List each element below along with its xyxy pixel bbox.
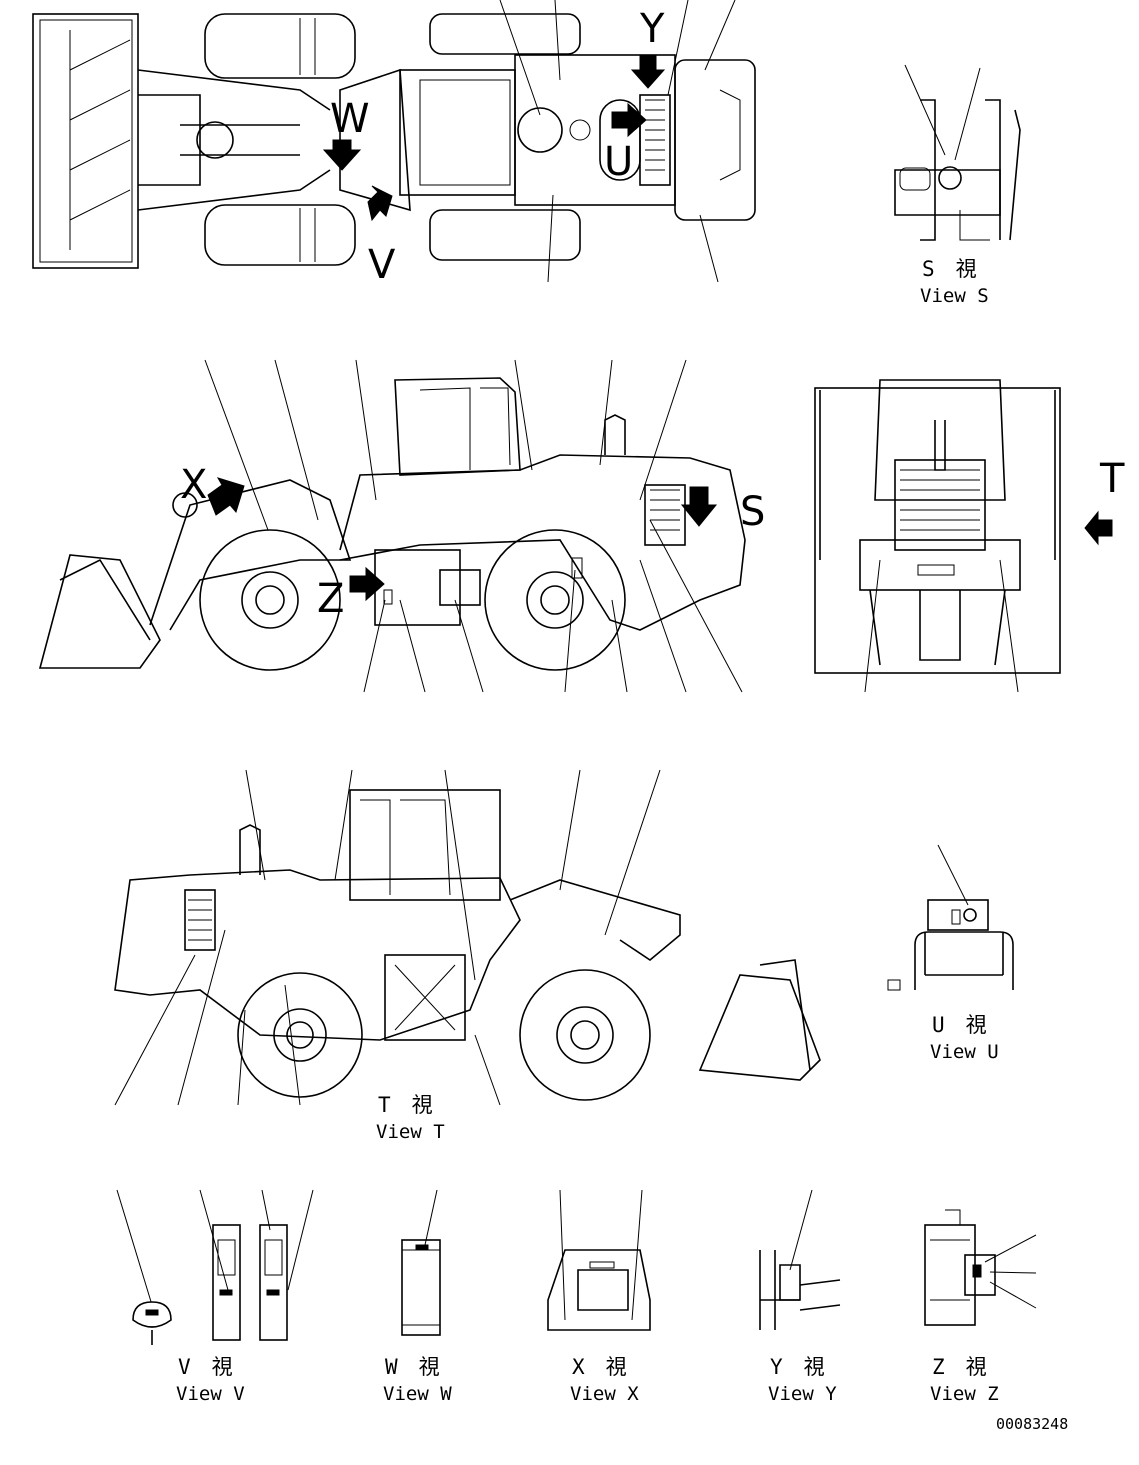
top-view-machine bbox=[32, 13, 756, 269]
view-u-circle bbox=[599, 99, 641, 181]
view-t-machine bbox=[114, 789, 821, 1101]
cab-side bbox=[394, 377, 521, 476]
view-z-detail bbox=[924, 1209, 1037, 1326]
letter-u: U bbox=[604, 139, 633, 185]
view-y-detail bbox=[759, 1189, 841, 1330]
rear-view-leader-lines bbox=[864, 559, 1019, 693]
view-t-front-tire bbox=[519, 969, 651, 1101]
view-v-detail bbox=[116, 1189, 314, 1345]
view-x-caption-jp: X 視 bbox=[572, 1355, 627, 1379]
view-t-caption-jp: T 視 bbox=[378, 1093, 433, 1117]
view-x-detail bbox=[547, 1189, 651, 1331]
view-w-caption-en: View W bbox=[383, 1383, 452, 1405]
rear-view-frame bbox=[814, 387, 1061, 674]
view-t-bucket bbox=[698, 974, 821, 1081]
arrow-y bbox=[630, 54, 666, 89]
arrow-z bbox=[349, 566, 385, 602]
view-z-caption-en: View Z bbox=[930, 1383, 999, 1405]
view-v-panel-1 bbox=[212, 1224, 241, 1341]
view-s-caption-jp: S 視 bbox=[922, 257, 977, 281]
bucket-side bbox=[38, 554, 161, 669]
arrow-w bbox=[322, 139, 362, 171]
letter-s: S bbox=[740, 489, 765, 535]
document-number: 00083248 bbox=[996, 1415, 1068, 1433]
view-w-detail bbox=[401, 1189, 441, 1336]
view-u-caption-en: View U bbox=[930, 1041, 999, 1063]
front-tire-side bbox=[199, 529, 341, 671]
view-y-caption-jp: Y 視 bbox=[770, 1355, 825, 1379]
side-view-arrows bbox=[207, 477, 718, 602]
view-t-caption-en: View T bbox=[376, 1121, 445, 1143]
arrow-v bbox=[367, 185, 393, 222]
top-view-leader-lines bbox=[499, 0, 736, 283]
view-w-panel bbox=[401, 1239, 441, 1336]
view-v-caption-en: View V bbox=[176, 1383, 245, 1405]
view-u-caption-jp: U 視 bbox=[932, 1013, 987, 1037]
view-v-panel-2 bbox=[259, 1224, 288, 1341]
side-view-leader-lines bbox=[204, 359, 743, 693]
arrow-x bbox=[207, 477, 245, 516]
view-v-caption-jp: V 視 bbox=[178, 1355, 233, 1379]
top-view-arrows bbox=[322, 54, 666, 222]
view-z-caption-jp: Z 視 bbox=[932, 1355, 987, 1379]
view-u-detail bbox=[887, 844, 1014, 991]
top-view-letters: W V Y U bbox=[330, 6, 665, 288]
view-s-detail bbox=[894, 64, 1021, 241]
view-s-caption-en: View S bbox=[920, 285, 989, 307]
view-t-rear-tire bbox=[237, 972, 363, 1098]
view-w-caption-jp: W 視 bbox=[385, 1355, 440, 1379]
letter-w: W bbox=[330, 96, 370, 142]
letter-y: Y bbox=[639, 6, 665, 52]
rear-view-machine bbox=[814, 379, 1061, 674]
view-t-cab bbox=[349, 789, 501, 901]
side-view-machine bbox=[38, 377, 746, 671]
letter-t: T bbox=[1099, 456, 1125, 502]
letter-v: V bbox=[368, 242, 396, 288]
letter-z: Z bbox=[317, 576, 344, 622]
view-x-caption-en: View X bbox=[570, 1383, 639, 1405]
view-y-caption-en: View Y bbox=[768, 1383, 837, 1405]
rear-tire-side bbox=[484, 529, 626, 671]
arrow-u bbox=[611, 102, 647, 138]
bucket-plan bbox=[32, 13, 139, 269]
arrow-s bbox=[680, 486, 718, 527]
arrow-t bbox=[1084, 510, 1113, 546]
view-t-leader-lines bbox=[114, 769, 661, 1106]
letter-x: X bbox=[180, 462, 207, 508]
